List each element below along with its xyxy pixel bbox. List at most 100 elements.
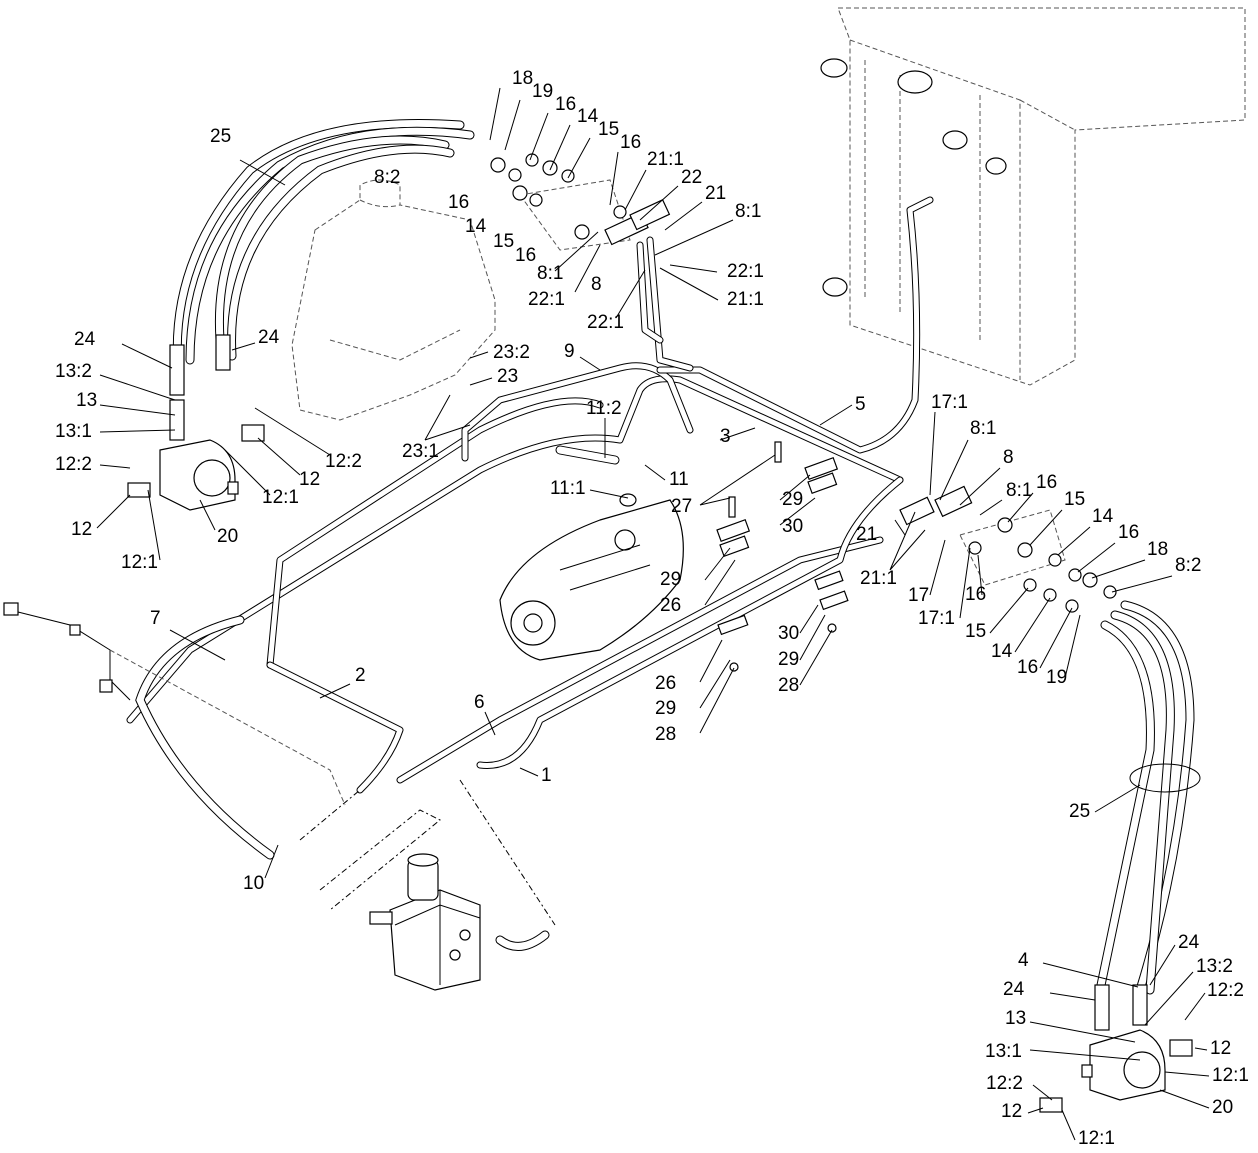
callout-label: 19: [532, 81, 553, 102]
hydraulic-tank-outline: [291, 179, 496, 421]
callout-label: 8:2: [1175, 555, 1201, 576]
upper-bulkhead-plate: [490, 153, 671, 251]
callout-label: 8:1: [970, 418, 996, 439]
control-valve-block: [299, 779, 556, 991]
callout-label: 11:2: [586, 398, 622, 419]
callout-label: 22:1: [727, 261, 764, 282]
callout-label: 24: [1003, 979, 1025, 1000]
callout-label: 16: [1118, 522, 1139, 543]
callout-label: 4: [1018, 950, 1029, 971]
callout-label: 13: [76, 390, 97, 411]
right-gear-pump: [1039, 984, 1193, 1113]
callout-label: 13: [1005, 1008, 1026, 1029]
callout-label: 23:1: [402, 441, 439, 462]
callout-label: 20: [217, 526, 238, 547]
callout-label: 16: [448, 192, 469, 213]
callout-label: 17:1: [918, 608, 955, 629]
callout-label: 12: [71, 519, 92, 540]
callout-label: 11: [669, 469, 689, 490]
callout-label: 15: [965, 621, 986, 642]
lower-hose-bundle: [1095, 600, 1201, 995]
upper-hose-bundle: [172, 118, 475, 373]
callout-label: 8: [1003, 447, 1014, 468]
callout-label: 6: [474, 692, 485, 713]
callout-label: 11:1: [550, 478, 586, 499]
leader-lines: [96, 87, 1210, 1141]
callout-label: 24: [74, 329, 96, 350]
callout-label: 18: [512, 68, 533, 89]
callout-label: 3: [720, 426, 731, 447]
callout-label: 24: [258, 327, 280, 348]
callout-label: 21:1: [860, 568, 897, 589]
callout-label: 29: [782, 489, 803, 510]
callout-label: 14: [577, 106, 599, 127]
callout-label: 12:2: [1207, 980, 1244, 1001]
callout-label: 5: [855, 394, 866, 415]
callout-label: 22: [681, 167, 702, 188]
callout-label: 29: [660, 569, 681, 590]
callout-label: 23:2: [493, 342, 530, 363]
radiator-outline: [820, 7, 1246, 386]
callout-label: 30: [782, 516, 803, 537]
callout-label: 16: [965, 584, 986, 605]
callout-label: 16: [620, 132, 641, 153]
callout-label: 15: [493, 231, 514, 252]
callout-label: 13:1: [55, 421, 92, 442]
callout-label: 21: [856, 524, 877, 545]
callout-label: 10: [243, 873, 264, 894]
callout-label: 14: [991, 641, 1013, 662]
callout-label: 16: [1036, 472, 1057, 493]
callout-label: 12:1: [262, 487, 299, 508]
callout-label: 22:1: [587, 312, 624, 333]
callout-label: 1: [541, 765, 552, 786]
callout-label: 12: [1210, 1038, 1231, 1059]
rigid-tubes: [126, 196, 934, 860]
callout-label: 8:2: [374, 167, 400, 188]
callout-label: 8: [591, 274, 602, 295]
callout-label: 21:1: [647, 149, 684, 170]
left-gear-pump: [127, 334, 265, 511]
callout-label: 14: [1092, 506, 1114, 527]
callout-label: 25: [210, 126, 231, 147]
callout-label: 23: [497, 366, 518, 387]
callout-label: 21:1: [727, 289, 764, 310]
callout-label: 8:1: [1006, 480, 1032, 501]
tube-clamps: [716, 441, 849, 672]
callout-label: 26: [660, 595, 681, 616]
callout-label: 8:1: [537, 263, 563, 284]
callout-label: 29: [778, 649, 799, 670]
callout-label: 12:2: [325, 451, 362, 472]
callout-label: 13:2: [1196, 956, 1233, 977]
callout-labels: 18191614151621:122218:1258:2161415168:18…: [55, 68, 1249, 1149]
callout-label: 12:2: [55, 454, 92, 475]
lower-bulkhead-plate: [899, 485, 1117, 613]
callout-label: 13:1: [985, 1041, 1022, 1062]
callout-label: 24: [1178, 932, 1200, 953]
callout-label: 26: [655, 673, 676, 694]
callout-label: 30: [778, 623, 799, 644]
callout-label: 16: [1017, 657, 1038, 678]
callout-label: 12:2: [986, 1073, 1023, 1094]
wire-harness: [3, 602, 346, 806]
callout-label: 14: [465, 216, 487, 237]
callout-label: 20: [1212, 1097, 1233, 1118]
callout-label: 16: [515, 245, 536, 266]
callout-label: 9: [564, 341, 575, 362]
callout-label: 12:1: [121, 552, 158, 573]
callout-label: 19: [1046, 667, 1067, 688]
callout-label: 21: [705, 183, 726, 204]
callout-label: 2: [355, 665, 366, 686]
callout-label: 12: [1001, 1101, 1022, 1122]
callout-label: 12: [299, 469, 320, 490]
callout-label: 15: [598, 119, 619, 140]
callout-label: 12:1: [1212, 1065, 1249, 1086]
callout-label: 18: [1147, 539, 1168, 560]
callout-label: 17:1: [931, 392, 968, 413]
callout-label: 27: [671, 496, 692, 517]
callout-label: 12:1: [1078, 1128, 1115, 1149]
callout-label: 29: [655, 698, 676, 719]
callout-label: 13:2: [55, 361, 92, 382]
callout-label: 28: [655, 724, 676, 745]
callout-label: 22:1: [528, 289, 565, 310]
